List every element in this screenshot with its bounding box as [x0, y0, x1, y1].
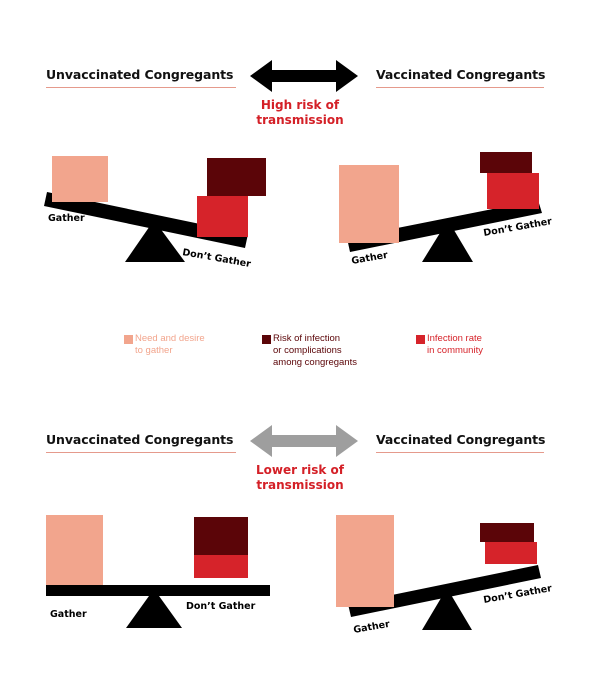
need-block: [336, 515, 394, 607]
seesaw-beam: [46, 585, 270, 596]
need-block: [52, 156, 108, 202]
risk-infection-block: [480, 523, 534, 542]
bottom-right-rule: [376, 452, 544, 453]
legend-need-swatch: [124, 335, 133, 344]
high-risk-line-2: transmission: [256, 113, 344, 127]
gather-label: Gather: [50, 609, 87, 620]
risk-infection-block: [480, 152, 532, 173]
lower-risk-label: Lower risk of transmission: [230, 463, 370, 493]
double-arrow-high-icon: [250, 60, 358, 92]
legend-rate-swatch: [416, 335, 425, 344]
legend-risk-line-1: Risk of infection: [273, 333, 341, 344]
legend-risk-line-3: among congregants: [273, 357, 357, 368]
legend-risk-text: Risk of infection or complications among…: [273, 333, 357, 369]
bottom-right-heading: Vaccinated Congregants: [376, 432, 546, 447]
legend-risk-swatch: [262, 335, 271, 344]
infection-rate-block: [485, 542, 537, 564]
seesaw-beam: [348, 565, 541, 617]
fulcrum: [126, 589, 182, 628]
bottom-left-heading: Unvaccinated Congregants: [46, 432, 234, 447]
bottom-left-rule: [46, 452, 236, 453]
legend-need-text: Need and desire to gather: [135, 333, 205, 357]
infection-rate-block: [487, 173, 539, 209]
need-block: [46, 515, 103, 585]
risk-infection-block: [207, 158, 266, 196]
infection-rate-block: [197, 196, 248, 237]
lower-risk-line-1: Lower risk of: [255, 463, 344, 477]
bottom-right-seesaw: Gather Don’t Gather: [336, 515, 553, 636]
fulcrum: [422, 588, 472, 630]
double-arrow-lower-icon: [250, 425, 358, 457]
gather-label: Gather: [351, 250, 389, 267]
fulcrum: [422, 220, 473, 262]
dont-gather-label: Don’t Gather: [181, 247, 251, 270]
legend-risk-line-2: or complications: [273, 345, 342, 356]
dont-gather-label: Don’t Gather: [186, 601, 256, 612]
infection-rate-block: [194, 555, 248, 578]
legend-need-line-2: to gather: [135, 345, 173, 356]
legend-need-line-1: Need and desire: [135, 333, 205, 344]
top-left-seesaw: Gather Don’t Gather: [44, 156, 266, 270]
top-left-heading: Unvaccinated Congregants: [46, 67, 234, 82]
gather-label: Gather: [353, 619, 391, 636]
top-right-seesaw: Gather Don’t Gather: [339, 152, 553, 267]
need-block: [339, 165, 399, 243]
lower-risk-line-2: transmission: [256, 478, 344, 492]
fulcrum: [125, 220, 185, 262]
gather-label: Gather: [48, 213, 85, 224]
bottom-left-seesaw: Gather Don’t Gather: [46, 515, 270, 628]
top-right-heading: Vaccinated Congregants: [376, 67, 546, 82]
legend-rate-text: Infection rate in community: [427, 333, 483, 357]
high-risk-label: High risk of transmission: [230, 98, 370, 128]
high-risk-line-1: High risk of: [260, 98, 340, 112]
top-right-rule: [376, 87, 544, 88]
legend-rate-line-2: in community: [427, 345, 483, 356]
top-left-rule: [46, 87, 236, 88]
legend-rate-line-1: Infection rate: [427, 333, 482, 344]
risk-infection-block: [194, 517, 248, 555]
